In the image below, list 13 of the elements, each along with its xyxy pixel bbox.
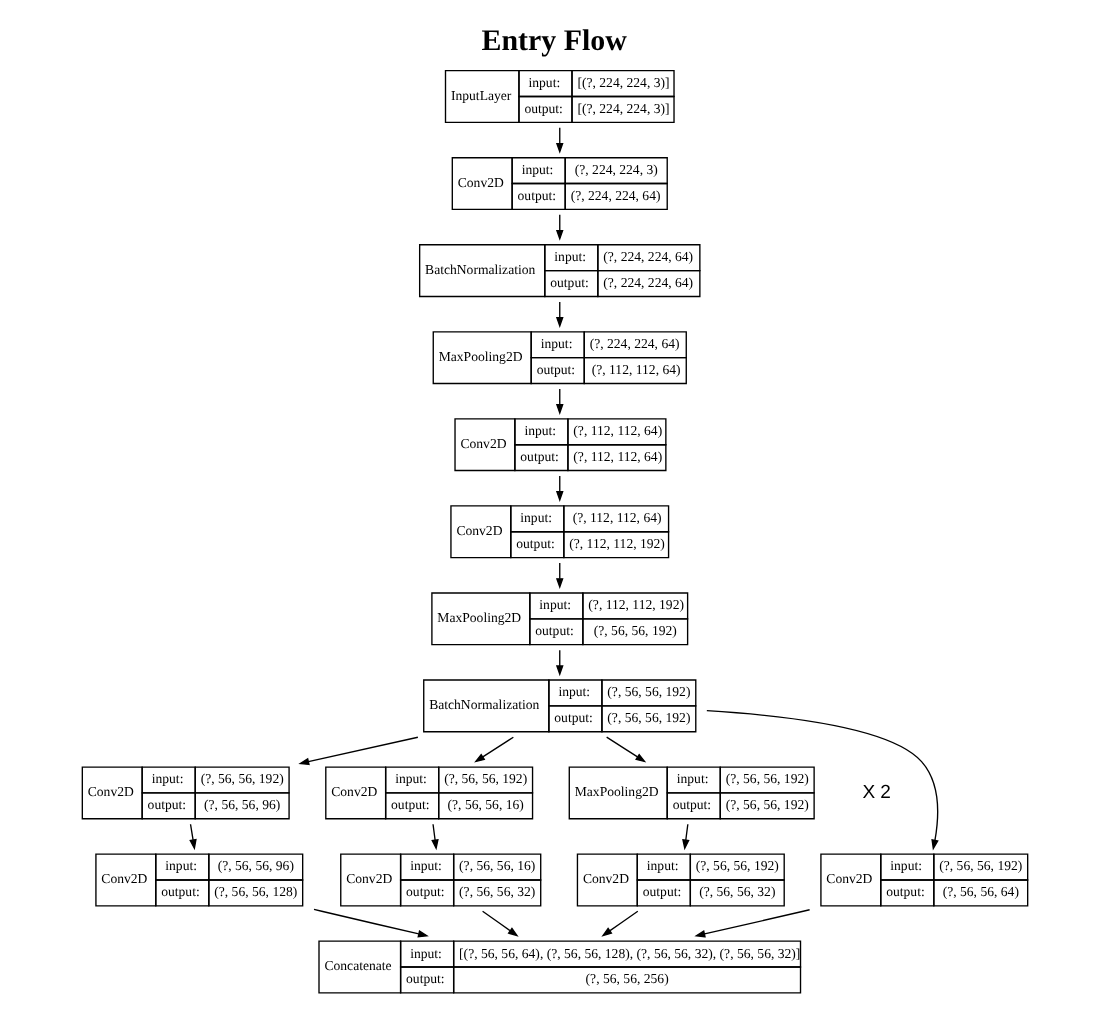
label: X 2 <box>862 781 891 804</box>
arrow <box>474 736 515 763</box>
arrow <box>298 736 419 766</box>
arrow <box>431 823 439 851</box>
arrow <box>601 910 639 937</box>
arrow <box>694 909 811 938</box>
arrow <box>682 823 690 851</box>
arrow <box>313 908 429 938</box>
arrow <box>189 823 197 851</box>
arrow <box>605 736 647 763</box>
diagram-title: Entry Flow <box>481 25 627 58</box>
arrow <box>706 709 939 851</box>
arrow <box>481 910 519 937</box>
